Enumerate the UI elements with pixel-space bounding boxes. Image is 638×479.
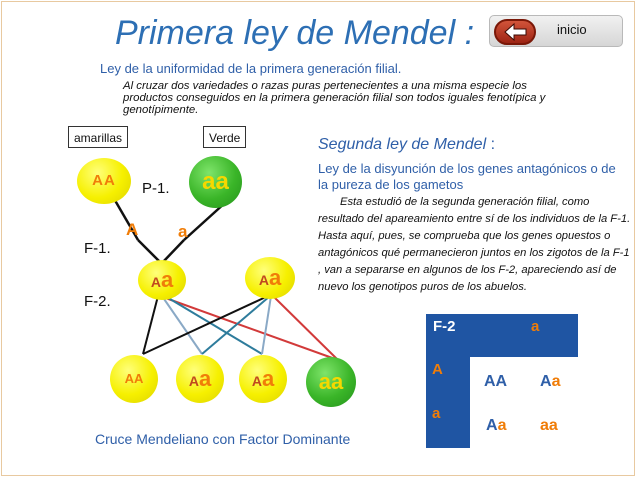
diagram-caption: Cruce Mendeliano con Factor Dominante <box>95 431 351 447</box>
punnett-col-header-2: a <box>531 318 540 335</box>
label-p1: P-1. <box>142 180 170 197</box>
parent-ball-aa: aa <box>189 156 242 208</box>
f2-ball-Aa-1: Aa <box>176 355 224 403</box>
gamete-dominant: A <box>126 220 139 239</box>
f2-line-4 <box>161 295 203 355</box>
punnett-row-header-2: a <box>426 401 470 448</box>
punnett-row-header-1: A <box>426 357 470 401</box>
page-title: Primera ley de Mendel : <box>115 14 475 52</box>
f2-line-6 <box>201 295 271 355</box>
f2-line-7 <box>261 295 272 355</box>
f2-line-1 <box>142 295 159 355</box>
segunda-ley-subtitle: Ley de la disyunción de los genes antagó… <box>318 161 616 192</box>
punnett-cell-Aa-2: Aa <box>470 401 524 448</box>
line-a-to-f1left-2 <box>162 239 185 263</box>
segunda-ley-title: Segunda ley de Mendel : <box>318 136 496 153</box>
f1-ball-right: Aa <box>245 257 295 299</box>
tag-amarillas: amarillas <box>68 126 129 148</box>
punnett-cell-Aa-1: Aa <box>524 357 578 401</box>
punnett-cell-AA: AA <box>470 357 524 401</box>
line-a-to-f1left <box>137 239 161 263</box>
label-f2: F-2. <box>84 293 111 310</box>
parent-left-genotype: AA <box>92 172 116 189</box>
f2-line-2 <box>159 295 339 361</box>
f1-ball-left: Aa <box>138 260 186 300</box>
f2-ball-aa: aa <box>306 357 356 407</box>
tag-verde: Verde <box>203 126 247 148</box>
parent-ball-AA: AA <box>77 158 131 204</box>
f2-line-8 <box>272 295 339 361</box>
punnett-cell-aa: aa <box>524 401 578 448</box>
inicio-label[interactable]: inicio <box>557 22 587 37</box>
f2-line-5 <box>142 295 269 355</box>
label-f1: F-1. <box>84 240 111 257</box>
f2-ball-Aa-2: Aa <box>239 355 287 403</box>
punnett-corner: F-2 A <box>426 314 490 357</box>
back-arrow-icon[interactable] <box>494 19 536 45</box>
segunda-ley-body: Esta estudió de la segunda generación fi… <box>318 196 631 293</box>
page-subtitle: Ley de la uniformidad de la primera gene… <box>100 61 402 76</box>
parent-right-genotype: aa <box>202 168 229 195</box>
punnett-square: F-2 A a A a AA Aa Aa aa <box>426 314 578 448</box>
punnett-header-row: a <box>477 314 578 357</box>
f2-ball-AA: AA <box>110 355 158 403</box>
gamete-recessive: a <box>178 222 188 241</box>
description-text: Al cruzar dos variedades o razas puras p… <box>123 80 546 116</box>
f2-line-3 <box>164 295 263 355</box>
line-p-to-a-small <box>183 201 227 241</box>
